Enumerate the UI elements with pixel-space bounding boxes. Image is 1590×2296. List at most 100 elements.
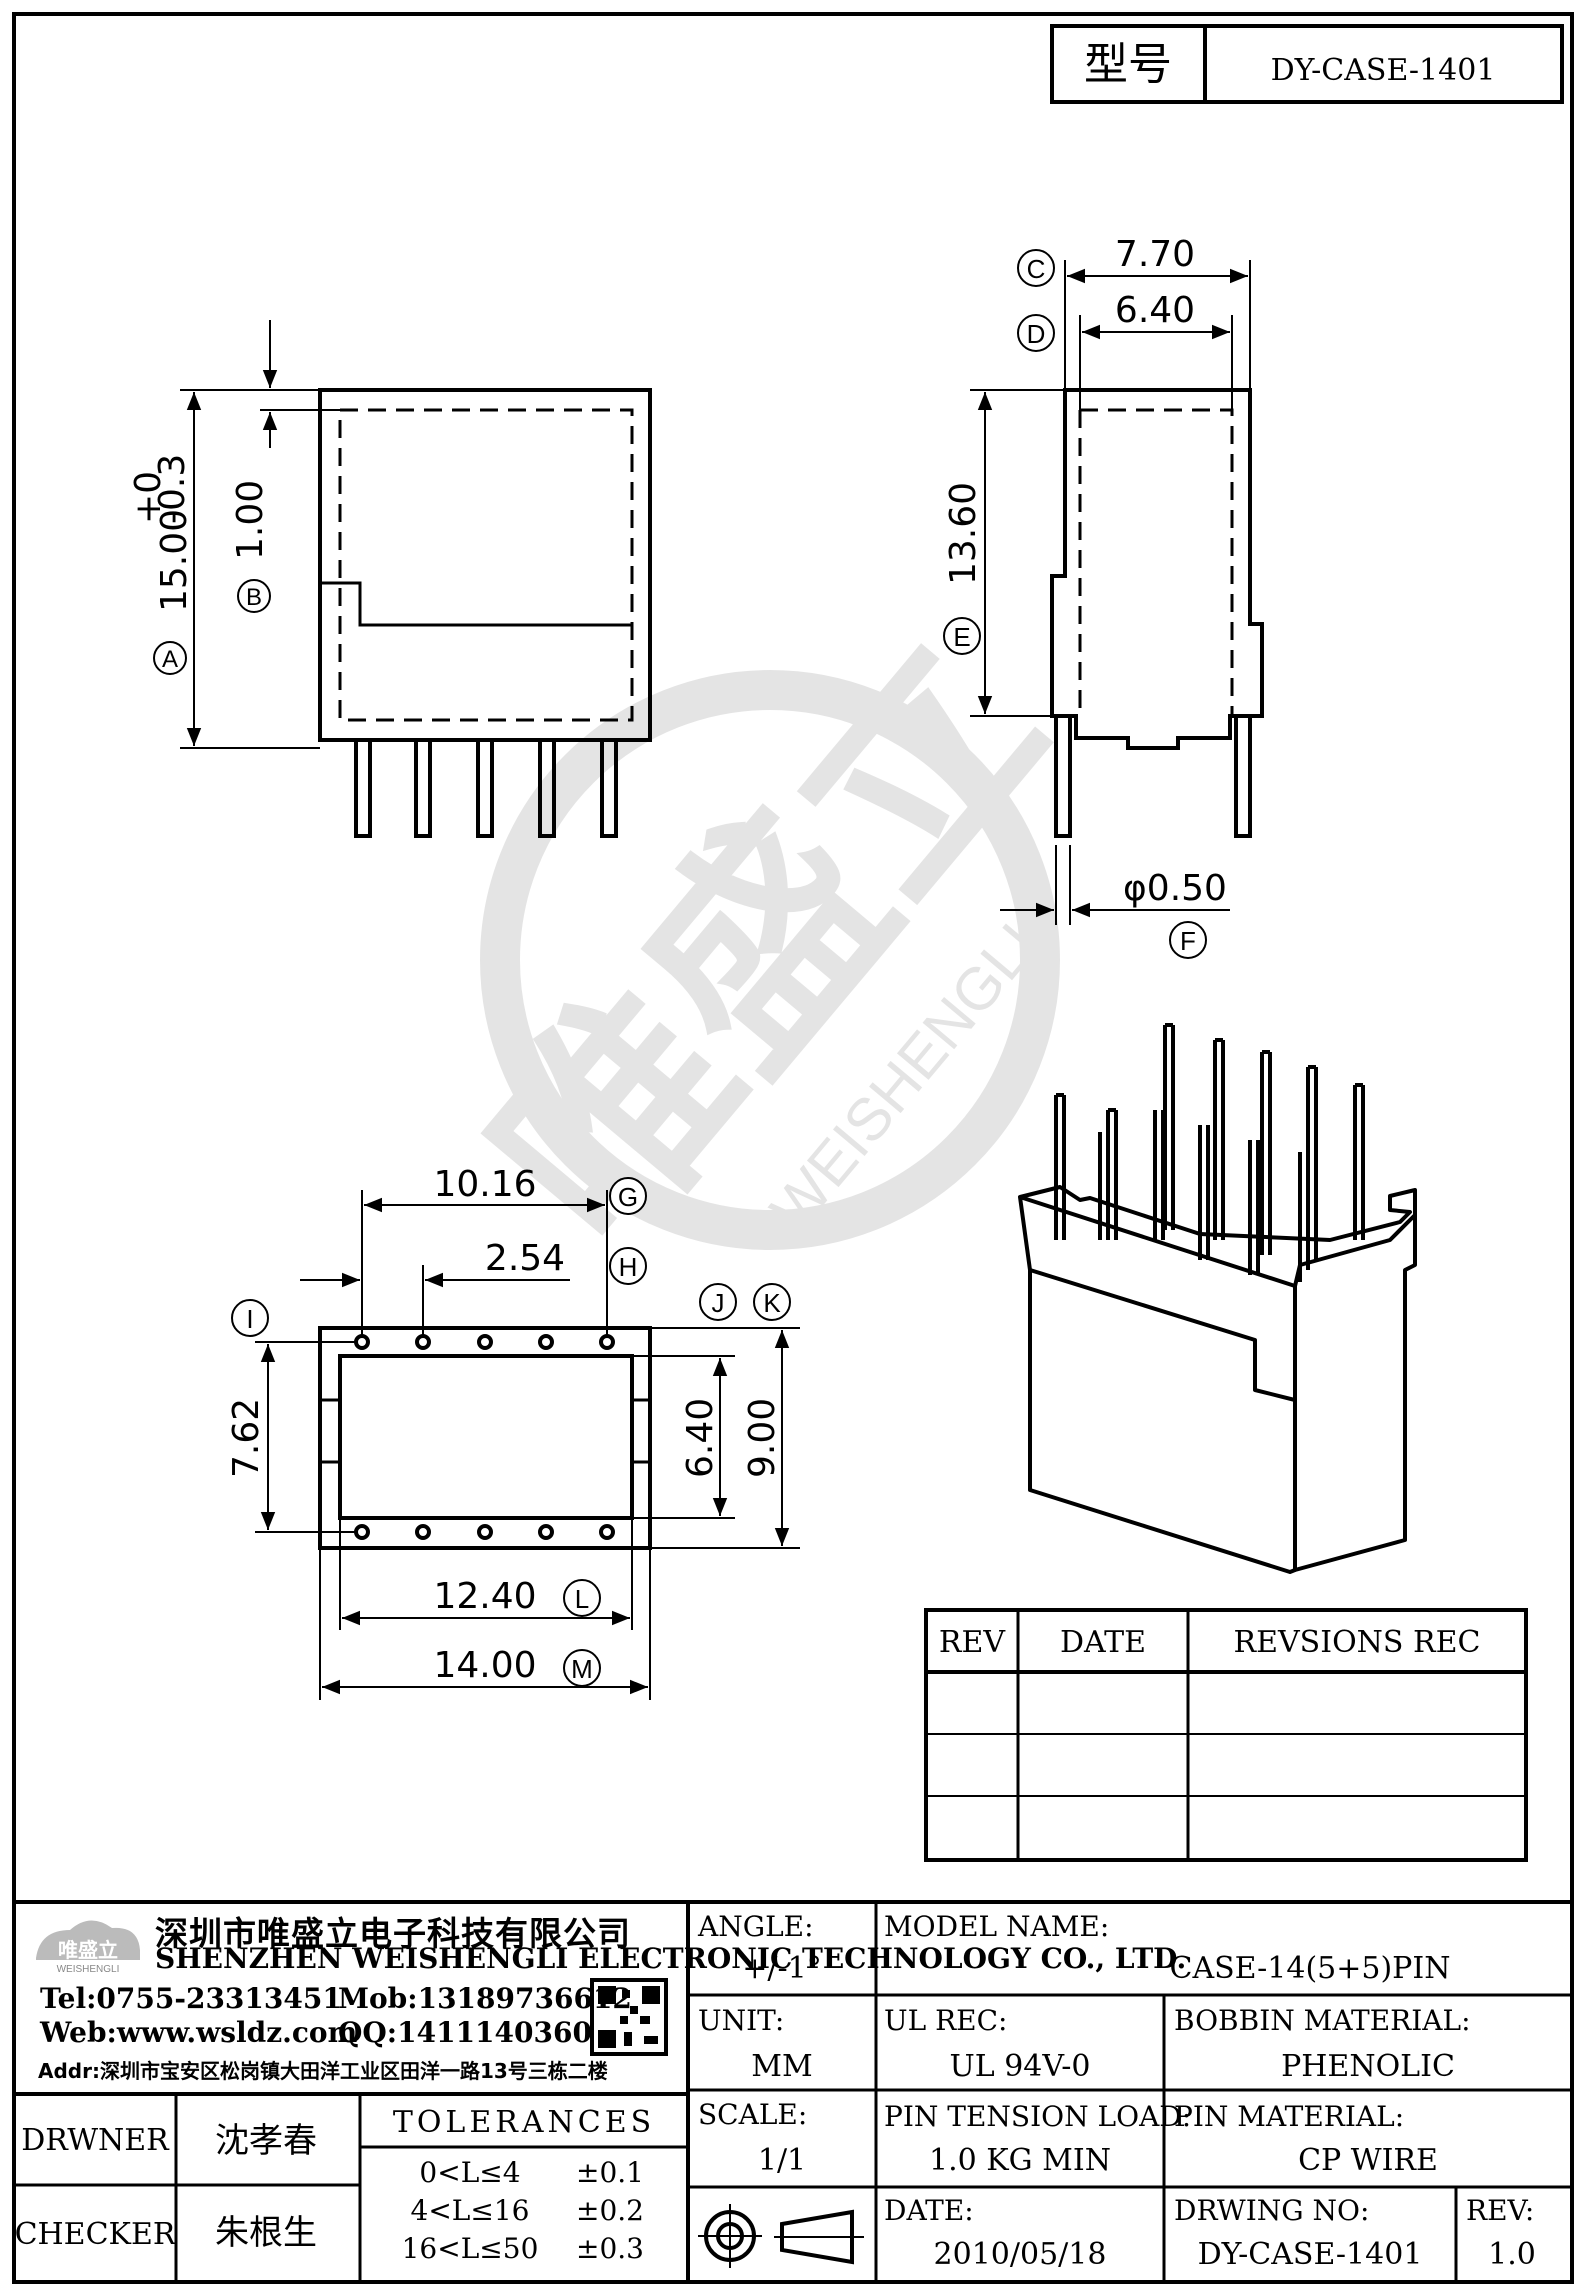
marker-k: K [753,1283,791,1321]
dim-a-tol-minus: -0.3 [152,454,193,524]
marker-g: G [609,1177,647,1215]
dim-jk2-value: 9.00 [742,1398,783,1478]
angle-value: +/-1° [742,1951,821,1986]
svg-text:D: D [1027,319,1046,349]
dim-e-value: 13.60 [943,482,984,585]
marker-f: F [1169,921,1207,959]
drawing-no-value: DY-CASE-1401 [1198,2237,1423,2272]
marker-a: A [153,641,187,675]
company-logo-sub: WEISHENGLI [57,1964,120,1975]
dim-f-value: φ0.50 [1123,868,1227,909]
projection-symbol [698,2204,864,2268]
svg-text:G: G [618,1182,638,1212]
drawer-value: 沈孝春 [215,2121,317,2161]
ul-rec-value: UL 94V-0 [949,2049,1090,2084]
model-name-label: MODEL NAME: [884,1910,1109,1943]
rev-label: REV: [1466,2194,1534,2227]
dim-b-value: 1.00 [230,480,271,560]
dim-a-value: 15.00 [154,509,195,612]
company-qq: QQ:1411140360 [338,2016,592,2049]
svg-text:H: H [619,1252,638,1282]
dim-l-value: 12.40 [433,1576,536,1617]
pin-tension-value: 1.0 KG MIN [929,2143,1111,2178]
marker-h: H [609,1247,647,1285]
svg-text:L: L [575,1584,589,1614]
svg-text:K: K [763,1288,781,1318]
unit-label: UNIT: [698,2004,784,2037]
dim-h-value: 2.54 [485,1238,565,1279]
isometric-view [1018,1023,1417,1574]
scale-label: SCALE: [698,2098,807,2131]
company-web: Web:www.wsldz.com [39,2016,357,2049]
unit-value: MM [751,2049,812,2084]
revision-header-date: DATE [1060,1625,1146,1660]
revision-header-rec: REVSIONS REC [1234,1625,1481,1660]
header-model-box: 型号 DY-CASE-1401 [1050,24,1564,104]
marker-d: D [1017,314,1055,352]
tolerance-value-3: ±0.3 [576,2232,644,2265]
date-label: DATE: [884,2194,974,2227]
dim-d-value: 6.40 [1115,290,1195,331]
dim-g-value: 10.16 [433,1164,536,1205]
checker-value: 朱根生 [215,2213,317,2253]
pin-tension-label: PIN TENSION LOAD: [884,2100,1191,2133]
tolerance-value-1: ±0.1 [576,2156,644,2189]
svg-text:F: F [1180,926,1196,956]
dim-c-value: 7.70 [1115,234,1195,275]
svg-text:A: A [162,646,178,673]
marker-e: E [943,617,981,655]
company-logo: 唯盛立 WEISHENGLI [36,1920,140,1975]
bottom-view-pins [354,1334,615,1540]
tolerance-range-3: 16<L≤50 [402,2232,539,2265]
svg-text:I: I [246,1304,253,1334]
svg-text:C: C [1027,254,1046,284]
front-view-dim-text: 15.00 +0 -0.3 1.00 A B [128,454,271,675]
marker-c: C [1017,249,1055,287]
header-model-value: DY-CASE-1401 [1271,53,1496,88]
drawing-no-label: DRWING NO: [1174,2194,1369,2227]
pin-material-label: PIN MATERIAL: [1174,2100,1404,2133]
model-name-value: CASE-14(5+5)PIN [1170,1951,1451,1986]
scale-value: 1/1 [758,2143,806,2178]
company-mob: Mob:13189736612 [338,1982,632,2015]
svg-text:J: J [712,1288,725,1318]
tolerance-range-2: 4<L≤16 [411,2194,530,2227]
marker-i: I [231,1299,269,1337]
dim-m-value: 14.00 [433,1645,536,1686]
checker-label: CHECKER [15,2217,177,2252]
rev-value: 1.0 [1488,2237,1536,2272]
bottom-view-dims [255,1190,800,1700]
side-view-dim-text: 7.70 6.40 13.60 φ0.50 C D E F [943,234,1227,959]
svg-text:M: M [571,1654,593,1684]
dim-jk1-value: 6.40 [680,1398,721,1478]
company-logo-text: 唯盛立 [58,1938,118,1962]
company-tel: Tel:0755-23313451 [40,1982,342,2015]
svg-text:E: E [953,622,970,652]
dim-a-tol-plus: +0 [128,471,169,524]
marker-j: J [699,1283,737,1321]
bottom-view-dim-text: 10.16 2.54 7.62 6.40 9.00 12.40 14.00 G … [226,1164,791,1687]
dim-i-value: 7.62 [226,1398,267,1478]
revision-header-rev: REV [939,1625,1006,1660]
bobbin-material-label: BOBBIN MATERIAL: [1174,2004,1471,2037]
pin-material-value: CP WIRE [1298,2143,1438,2178]
marker-l: L [563,1579,601,1617]
sheet-border [12,12,1574,2284]
marker-b: B [237,579,271,613]
bottom-view [318,1326,652,1550]
tolerance-value-2: ±0.2 [576,2194,644,2227]
company-name-cn: 深圳市唯盛立电子科技有限公司 [155,1914,631,1953]
watermark: 唯盛立 WEISHENGLI [444,592,1092,1292]
title-block-lines [14,1900,1572,2282]
angle-label: ANGLE: [697,1910,814,1943]
revision-table [924,1608,1528,1862]
front-view-dims [180,320,340,749]
side-view-dims [970,260,1251,925]
qr-code [590,1978,668,2056]
tolerances-title: TOLERANCES [393,2105,655,2140]
front-view [318,388,652,838]
company-addr: Addr:深圳市宝安区松岗镇大田洋工业区田洋一路13号三栋二楼 [38,2059,608,2083]
ul-rec-label: UL REC: [884,2004,1007,2037]
svg-text:B: B [246,584,262,611]
